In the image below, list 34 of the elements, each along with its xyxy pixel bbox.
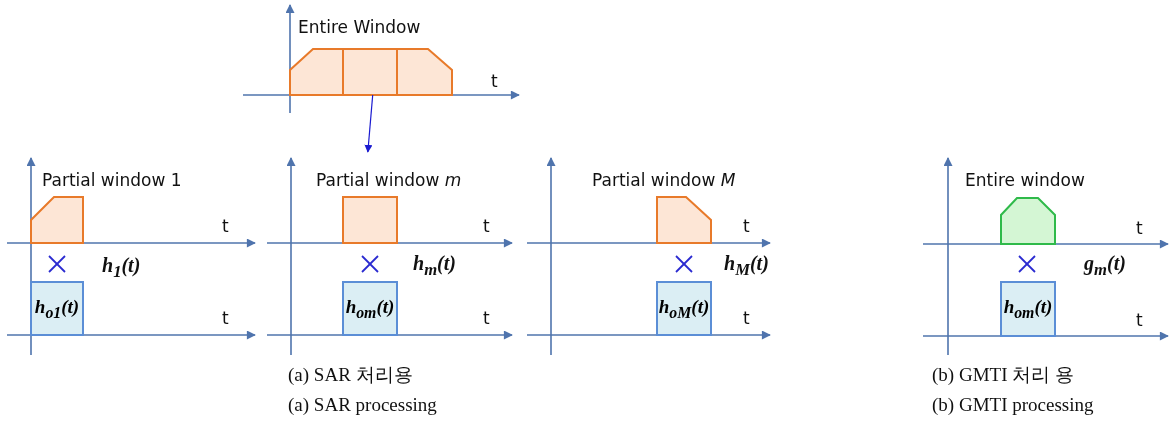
chart-title: Partial window m [316, 170, 462, 190]
filter-box: h$_{oM}$(t) [657, 282, 711, 335]
function-label: g$_{m}$(t) [1084, 252, 1126, 280]
window-shape [397, 49, 452, 95]
axis-label: t [491, 71, 498, 91]
arrow [364, 94, 374, 153]
function-label: h$_{M}$(t) [724, 252, 769, 280]
window-shape [290, 49, 343, 95]
chart-title: Entire window [965, 170, 1085, 190]
window-shape [31, 197, 83, 243]
function-label: h$_{m}$(t) [413, 252, 456, 280]
filter-box: h$_{om}$(t) [1001, 282, 1055, 336]
axis-label: t [1136, 218, 1143, 238]
chart-title: Partial window 1 [42, 170, 182, 190]
caption: (a) SAR 처리용 [288, 363, 413, 387]
filter-box: h$_{o1}$(t) [31, 282, 83, 335]
chart-title: Partial window M [592, 170, 736, 190]
filter-box: h$_{om}$(t) [343, 282, 397, 335]
axis-label: t [743, 216, 750, 236]
axis-label: t [483, 216, 490, 236]
window-shape [657, 197, 711, 243]
caption: (a) SAR processing [288, 394, 437, 416]
window-shape [343, 197, 397, 243]
chart-title: Entire Window [298, 17, 421, 37]
axis-label: t [743, 308, 750, 328]
axis-label: t [483, 308, 490, 328]
window-shape [343, 49, 397, 95]
caption: (b) GMTI processing [932, 394, 1094, 416]
function-label: h$_{1}$(t) [102, 254, 141, 282]
axis-label: t [222, 308, 229, 328]
caption: (b) GMTI 처리 용 [932, 363, 1074, 387]
window-shape [1001, 198, 1055, 244]
axis-label: t [1136, 310, 1143, 330]
axis-label: t [222, 216, 229, 236]
